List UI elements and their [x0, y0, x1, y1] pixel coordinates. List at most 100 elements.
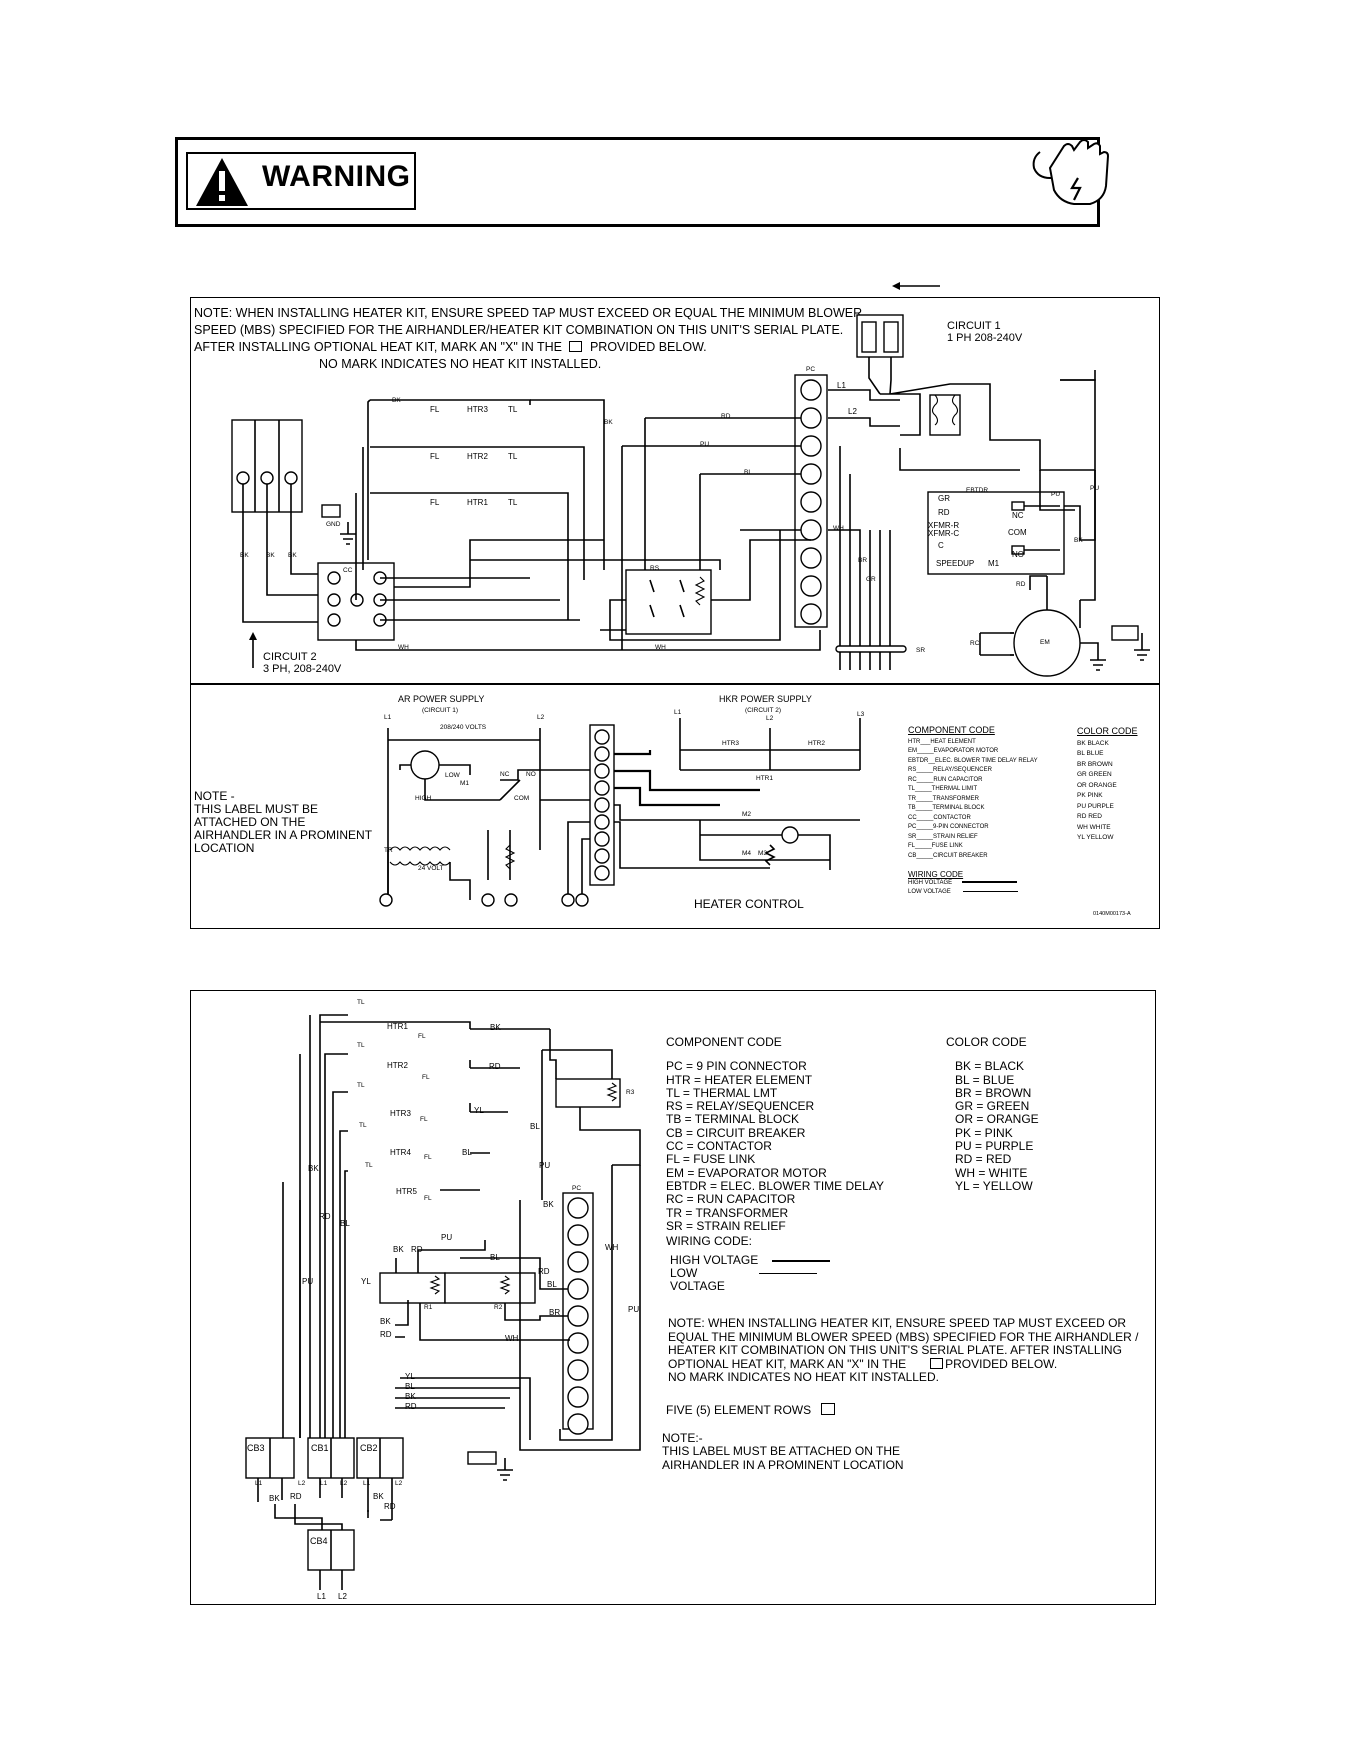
d2-r3: R3 — [626, 1089, 635, 1096]
d2-cb4: CB4 — [310, 1536, 328, 1546]
d2-tl-1: TL — [357, 999, 365, 1006]
schem-tr: TR — [384, 847, 393, 854]
d2-five-rows-checkbox[interactable] — [821, 1403, 836, 1415]
l1-label: L1 — [837, 381, 846, 390]
d2-wire-bk-pc1: BK — [543, 1200, 554, 1209]
fl-label-2: FL — [430, 452, 440, 461]
wire-wh: WH — [398, 644, 409, 651]
gnd-label: GND — [326, 521, 341, 528]
l2-label: L2 — [848, 407, 857, 416]
d2-wire-bl: BL — [462, 1148, 472, 1157]
rc-label: RC — [970, 640, 980, 647]
d2-wire-wh-pc: WH — [505, 1334, 519, 1343]
wire-bk: BK — [392, 397, 401, 404]
tl-label-2: TL — [508, 452, 518, 461]
d2-note: NOTE: WHEN INSTALLING HEATER KIT, ENSURE… — [668, 1316, 1139, 1385]
d2-wire-bk-cb: BK — [269, 1494, 280, 1503]
schem-com: COM — [514, 795, 530, 802]
relay-gr: GR — [938, 494, 950, 503]
wire-rd: RD — [1016, 581, 1026, 588]
hkr-power-label: HKR POWER SUPPLY — [719, 694, 812, 704]
d2-cb2: CB2 — [360, 1443, 378, 1453]
ar-volts-label: 208/240 VOLTS — [440, 724, 487, 731]
fl-label-3: FL — [430, 498, 440, 507]
ar-l1-label: L1 — [384, 714, 392, 721]
hkr-l1-label: L1 — [674, 709, 682, 716]
d2-fl-1: FL — [418, 1033, 426, 1040]
d2-cb3: CB3 — [247, 1443, 265, 1453]
diagram1-divider — [190, 683, 1160, 685]
d2-wire-br-pc: BR — [549, 1308, 561, 1317]
diagram1-note: NOTE: WHEN INSTALLING HEATER KIT, ENSURE… — [194, 305, 862, 373]
m1-label: M1 — [988, 559, 1000, 568]
wire-bk: BK — [266, 552, 275, 559]
d2-wire-rd-pc: RD — [538, 1267, 550, 1276]
d2-wire-rd-bus: RD — [405, 1402, 417, 1411]
relay-com: COM — [1008, 528, 1027, 537]
ar-circuit-label: (CIRCUIT 1) — [422, 707, 458, 714]
schem-htr1: HTR1 — [756, 775, 773, 782]
relay-c: C — [938, 541, 944, 550]
schem-m2: M2 — [742, 811, 752, 818]
diagram1-note-line-4: NO MARK INDICATES NO HEAT KIT INSTALLED. — [319, 357, 602, 371]
warning-triangle-icon — [196, 158, 248, 206]
schem-no: NO — [526, 771, 536, 778]
d2-wire-bk-low: BK — [380, 1317, 391, 1326]
d2-tl-5: TL — [365, 1162, 373, 1169]
d2-low-voltage-line — [759, 1273, 818, 1275]
diagram1-note-line-3: AFTER INSTALLING OPTIONAL HEAT KIT, MARK… — [194, 340, 707, 354]
tl-label-1: TL — [508, 405, 518, 414]
d2-heater-htr3: HTR3 — [390, 1109, 411, 1118]
diagram1-note-line-2: SPEED (MBS) SPECIFIED FOR THE AIRHANDLER… — [194, 323, 844, 337]
d2-tl-2: TL — [357, 1042, 365, 1049]
relay-xfmr-c: XFMR-C — [928, 529, 960, 538]
wire-wh: WH — [655, 644, 666, 651]
d2-fl-5: FL — [424, 1195, 432, 1202]
wire-pu: PU — [1090, 485, 1100, 492]
schem-nc: NC — [500, 771, 510, 778]
d2-wire-rd-r1: RD — [411, 1245, 423, 1254]
heater-control-label: HEATER CONTROL — [694, 897, 804, 911]
d2-wire-bk-cb2: BK — [373, 1492, 384, 1501]
hkr-l3-label: L3 — [857, 711, 865, 718]
d2-wire-rd-low: RD — [380, 1330, 392, 1339]
d2-fl-4: FL — [424, 1154, 432, 1161]
d2-heater-htr5: HTR5 — [396, 1187, 417, 1196]
d2-fl-3: FL — [420, 1116, 428, 1123]
wire-bk: BK — [1074, 537, 1083, 544]
speedup-label: SPEEDUP — [936, 559, 975, 568]
d2-color-code: COLOR CODE BK = BLACK BL = BLUE BR = BRO… — [946, 1035, 1039, 1193]
low-voltage-line — [962, 890, 1018, 892]
d2-wire-pu-r1: PU — [441, 1233, 453, 1242]
wire-pu: PU — [700, 441, 710, 448]
d2-wire-pu-r: PU — [539, 1161, 551, 1170]
d2-wire-wh-r: WH — [605, 1243, 619, 1252]
diagram1-component-code: COMPONENT CODE HTR___HEAT ELEMENT EM____… — [908, 725, 1038, 859]
ar-power-label: AR POWER SUPPLY — [398, 694, 485, 704]
d2-heater-htr4: HTR4 — [390, 1148, 411, 1157]
d2-wire-bl-bus: BL — [405, 1382, 415, 1391]
d2-l1-cb1: L1 — [320, 1480, 328, 1487]
wire-bk: BK — [604, 419, 613, 426]
d2-heat-kit-checkbox[interactable] — [930, 1357, 944, 1369]
d2-tl-3: TL — [357, 1082, 365, 1089]
diagram1-label-note: NOTE -THIS LABEL MUST BE ATTACHED ON THE… — [194, 789, 373, 855]
wiring-diagram-1 — [190, 297, 1160, 929]
fl-label-1: FL — [430, 405, 440, 414]
wire-bl: BL — [744, 469, 752, 476]
d2-l1-cb2: L1 — [363, 1480, 371, 1487]
hkr-circuit-label: (CIRCUIT 2) — [745, 707, 781, 714]
wire-pu: PU — [1051, 491, 1061, 498]
d2-wire-pu-left: PU — [302, 1277, 314, 1286]
d2-wire-rd-cb2: RD — [384, 1502, 396, 1511]
heat-kit-checkbox[interactable] — [569, 341, 583, 352]
d2-pc-label: PC — [572, 1185, 582, 1192]
schem-24v: 24 VOLT — [418, 865, 444, 872]
wire-br: BR — [858, 557, 868, 564]
diagram1-heater-rows — [355, 399, 605, 620]
